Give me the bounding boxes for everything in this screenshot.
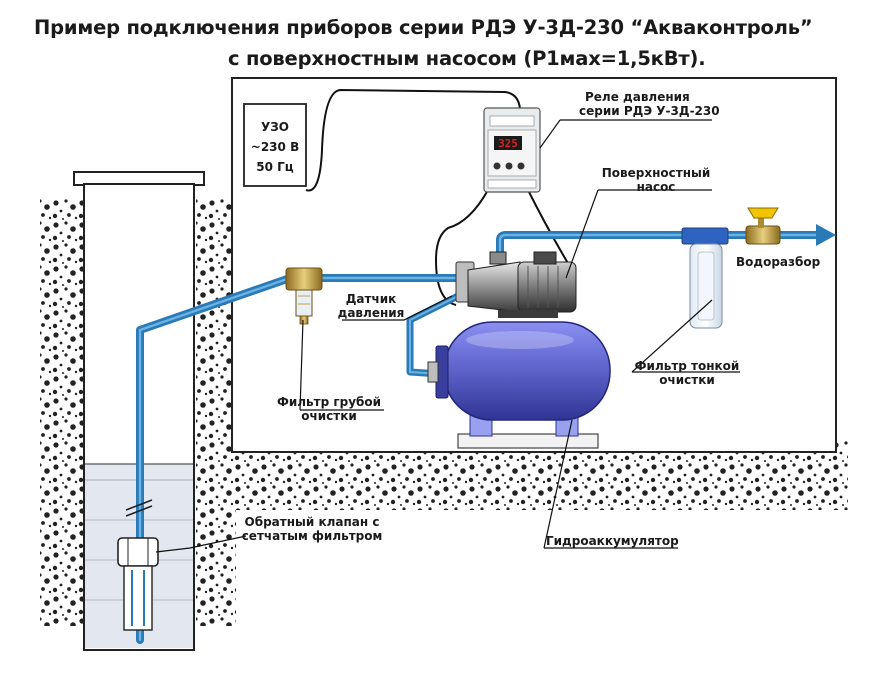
title-line-2: с поверхностным насосом (Р1мах=1,5кВт). [228, 47, 706, 70]
sensor-label: Датчик давления [336, 292, 406, 320]
outlet-label: Водоразбор [736, 255, 821, 269]
house-outline [231, 77, 837, 453]
uzo-box [243, 103, 307, 187]
check-valve-label-line-2: сетчатым фильтром [241, 529, 383, 543]
pressure-relay: 325 [483, 107, 541, 193]
relay-label-line-1: Реле давления [585, 90, 690, 104]
fine-filter-label-line-2: очистки [659, 373, 715, 387]
uzo-label-line-1: УЗО [261, 120, 289, 134]
pipes [136, 231, 824, 644]
title-line-1: Пример подключения приборов серии РДЭ У-… [34, 16, 813, 39]
sensor-label-line-1: Датчик [345, 292, 397, 306]
coarse-filter [285, 267, 323, 325]
outlet-arrow [816, 224, 836, 246]
leader-lines [155, 119, 740, 553]
outlet-valve [745, 207, 781, 245]
uzo-label: УЗО ~230 В 50 Гц [246, 117, 304, 177]
fine-filter-label-line-1: Фильтр тонкой [634, 359, 740, 373]
fine-filter-label: Фильтр тонкой очистки [628, 359, 746, 387]
pump-label: Поверхностный насос [596, 166, 716, 194]
fine-filter [681, 227, 729, 329]
pump-label-line-1: Поверхностный [601, 166, 711, 180]
surface-pump [455, 251, 577, 318]
sensor-label-line-2: давления [337, 306, 405, 320]
check-valve-label: Обратный клапан с сетчатым фильтром [232, 515, 392, 543]
hydro-accumulator [427, 321, 611, 449]
check-valve-label-line-1: Обратный клапан с [244, 515, 380, 529]
relay-display-text: 325 [498, 137, 518, 150]
coarse-filter-label: Фильтр грубой очистки [270, 395, 388, 423]
uzo-label-line-2: ~230 В [250, 140, 300, 154]
pump-label-line-2: насос [636, 180, 676, 194]
coarse-filter-label-line-1: Фильтр грубой [276, 395, 382, 409]
relay-label: Реле давления серии РДЭ У-3Д-230 [579, 90, 720, 118]
coarse-filter-label-line-2: очистки [301, 409, 357, 423]
accumulator-label: Гидроаккумулятор [546, 534, 679, 548]
uzo-label-line-3: 50 Гц [256, 160, 294, 174]
relay-label-line-2: серии РДЭ У-3Д-230 [579, 104, 720, 118]
